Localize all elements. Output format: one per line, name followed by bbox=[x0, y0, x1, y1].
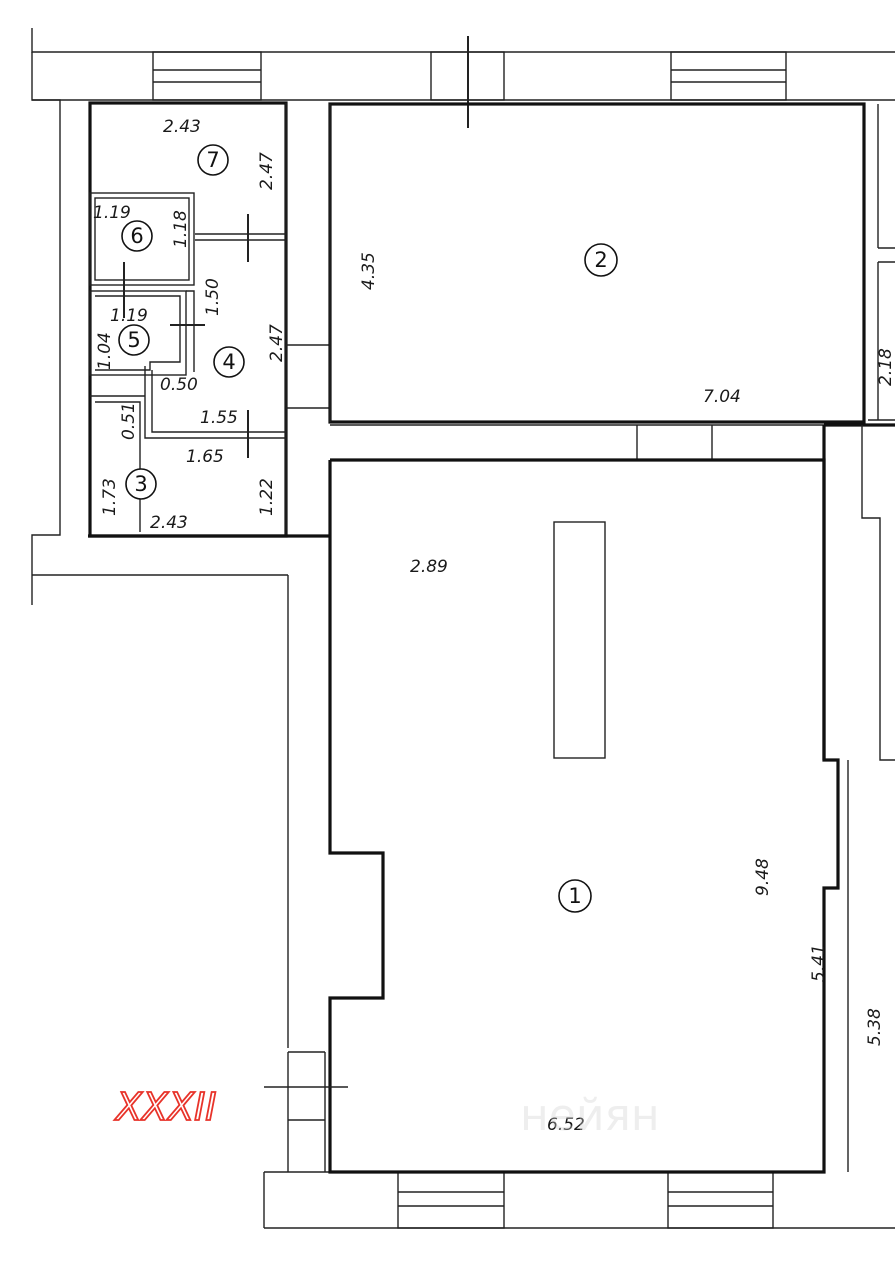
outer-walls bbox=[31, 28, 895, 1229]
dim-r6-h: 1.18 bbox=[171, 210, 191, 248]
dimension-labels: 2.43 2.47 1.19 1.18 1.50 1.19 1.04 2.47 … bbox=[93, 117, 895, 1135]
room-3-number: 3 bbox=[125, 468, 157, 500]
dim-r4-b: 2.47 bbox=[267, 324, 287, 362]
dim-r1-d: 6.52 bbox=[547, 1115, 585, 1135]
svg-text:4: 4 bbox=[222, 350, 235, 374]
dim-r5-h: 1.04 bbox=[95, 332, 115, 370]
dim-r2-side: 2.18 bbox=[876, 348, 895, 386]
corridor-walls bbox=[286, 344, 330, 409]
dim-r6-w: 1.19 bbox=[93, 203, 131, 223]
dim-r3-e: 1.22 bbox=[257, 478, 277, 516]
windows bbox=[152, 36, 787, 1229]
dim-r5-w: 1.19 bbox=[110, 306, 148, 326]
svg-text:6: 6 bbox=[130, 224, 143, 248]
dim-r3-b: 1.55 bbox=[200, 408, 238, 428]
room-numbers: 7 6 5 4 3 2 1 bbox=[118, 144, 618, 913]
room-5-number: 5 bbox=[118, 324, 150, 356]
svg-text:1: 1 bbox=[568, 884, 581, 908]
dim-r7-w: 2.43 bbox=[163, 117, 201, 137]
room-1-number: 1 bbox=[558, 879, 592, 913]
dim-r4-a: 1.50 bbox=[203, 278, 223, 316]
room-1-walls bbox=[88, 423, 895, 1174]
svg-text:3: 3 bbox=[134, 472, 147, 496]
dim-r3-f: 2.43 bbox=[150, 513, 188, 533]
dim-r1-side: 5.38 bbox=[865, 1008, 885, 1046]
section-label: XXXII bbox=[114, 1085, 217, 1129]
dim-r3-a: 0.51 bbox=[119, 402, 139, 440]
svg-text:7: 7 bbox=[206, 148, 219, 172]
dim-r3-c: 1.65 bbox=[186, 447, 224, 467]
dim-r1-a: 2.89 bbox=[410, 557, 448, 577]
dim-r1-b: 9.48 bbox=[753, 858, 773, 896]
dim-r3-d: 1.73 bbox=[100, 478, 120, 516]
dim-r2-h: 4.35 bbox=[359, 252, 379, 290]
room-7-number: 7 bbox=[197, 144, 229, 176]
room-2-number: 2 bbox=[584, 243, 618, 277]
watermark: нейян bbox=[520, 1090, 660, 1141]
dim-r7-h: 2.47 bbox=[257, 152, 277, 190]
svg-text:5: 5 bbox=[127, 328, 140, 352]
dim-r2-w: 7.04 bbox=[703, 387, 741, 407]
dim-r4-c: 0.50 bbox=[160, 375, 198, 395]
room-6-number: 6 bbox=[121, 220, 153, 252]
dim-r1-c: 5.41 bbox=[809, 944, 829, 982]
room-4-number: 4 bbox=[213, 346, 245, 378]
room-2-walls bbox=[328, 102, 866, 460]
svg-text:2: 2 bbox=[594, 248, 607, 272]
